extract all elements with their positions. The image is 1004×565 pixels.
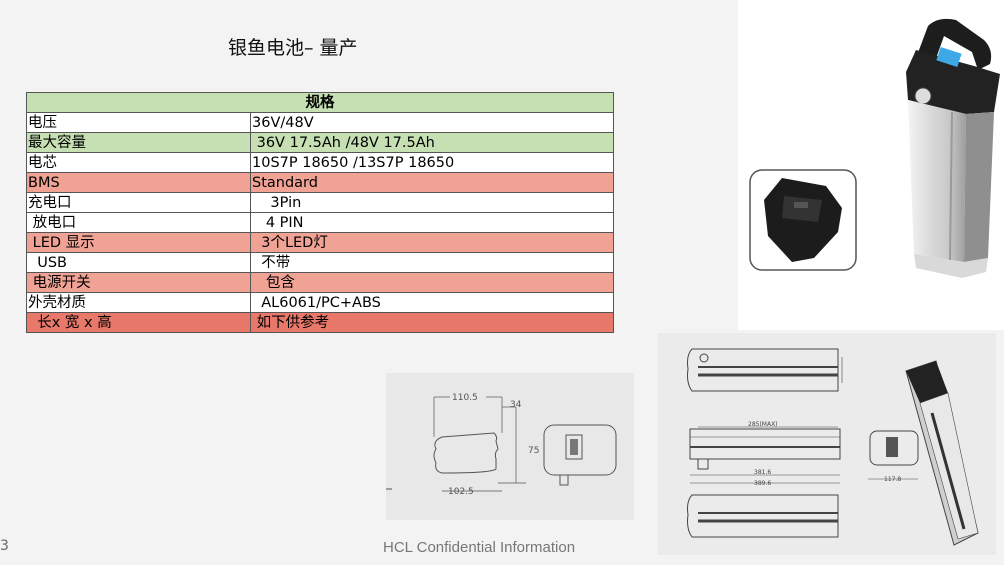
spec-label: 电源开关: [26, 272, 251, 293]
spec-table-header-row: 规格: [26, 92, 614, 113]
spec-value: 4 PIN: [250, 212, 614, 233]
spec-label: 充电口: [26, 192, 251, 213]
dim-width-label: 117.8: [884, 476, 901, 483]
spec-value: 如下供参考: [250, 312, 614, 333]
base-dimension-diagram: 110.5 34 75 102.5: [386, 393, 617, 497]
dim-side-label: 34: [510, 400, 522, 410]
battery-photo: [738, 0, 1004, 330]
spec-row: 外壳材质 AL6061/PC+ABS: [26, 292, 614, 313]
spec-row: 电源开关 包含: [26, 272, 614, 293]
slide-title: 银鱼电池– 量产: [228, 37, 358, 59]
spec-value: Standard: [250, 172, 614, 193]
spec-row: 放电口 4 PIN: [26, 212, 614, 233]
spec-row: 最大容量 36V 17.5Ah /48V 17.5Ah: [26, 132, 614, 153]
spec-label: 外壳材质: [26, 292, 251, 313]
spec-label: 电压: [26, 112, 251, 133]
large-dimension-drawing: 285(MAX) 381.6 389.6 117.8: [658, 333, 996, 555]
spec-label: USB: [26, 252, 251, 273]
spec-label: 电芯: [26, 152, 251, 173]
spec-value: 3个LED灯: [250, 232, 614, 253]
spec-value: 不带: [250, 252, 614, 273]
spec-value: 36V/48V: [250, 112, 614, 133]
spec-value: 10S7P 18650 /13S7P 18650: [250, 152, 614, 173]
spec-value: 36V 17.5Ah /48V 17.5Ah: [250, 132, 614, 153]
battery-pack-illustration: [749, 18, 1000, 278]
spec-row: USB 不带: [26, 252, 614, 273]
spec-value: 包含: [250, 272, 614, 293]
spec-value: 3Pin: [250, 192, 614, 213]
dim-length-1-label: 381.6: [754, 469, 771, 476]
small-dimension-drawing: 110.5 34 75 102.5: [386, 373, 634, 520]
dim-bottom-label: 102.5: [448, 487, 474, 497]
page-number: 3: [0, 538, 9, 554]
footer-text: HCL Confidential Information: [383, 539, 576, 556]
dim-top-label: 110.5: [452, 393, 478, 403]
spec-row: 长x 宽 x 高 如下供参考: [26, 312, 614, 333]
dim-height-label: 75: [528, 446, 539, 456]
spec-row: LED 显示 3个LED灯: [26, 232, 614, 253]
dim-length-max-label: 285(MAX): [748, 421, 778, 428]
dim-length-2-label: 389.6: [754, 480, 771, 487]
spec-label: LED 显示: [26, 232, 251, 253]
spec-table-header: 规格: [26, 92, 614, 113]
spec-label: BMS: [26, 172, 251, 193]
spec-label: 长x 宽 x 高: [26, 312, 251, 333]
spec-label: 最大容量: [26, 132, 251, 153]
spec-row: 充电口 3Pin: [26, 192, 614, 213]
spec-label: 放电口: [26, 212, 251, 233]
spec-value: AL6061/PC+ABS: [250, 292, 614, 313]
battery-dimension-diagram: 285(MAX) 381.6 389.6 117.8: [687, 348, 979, 546]
